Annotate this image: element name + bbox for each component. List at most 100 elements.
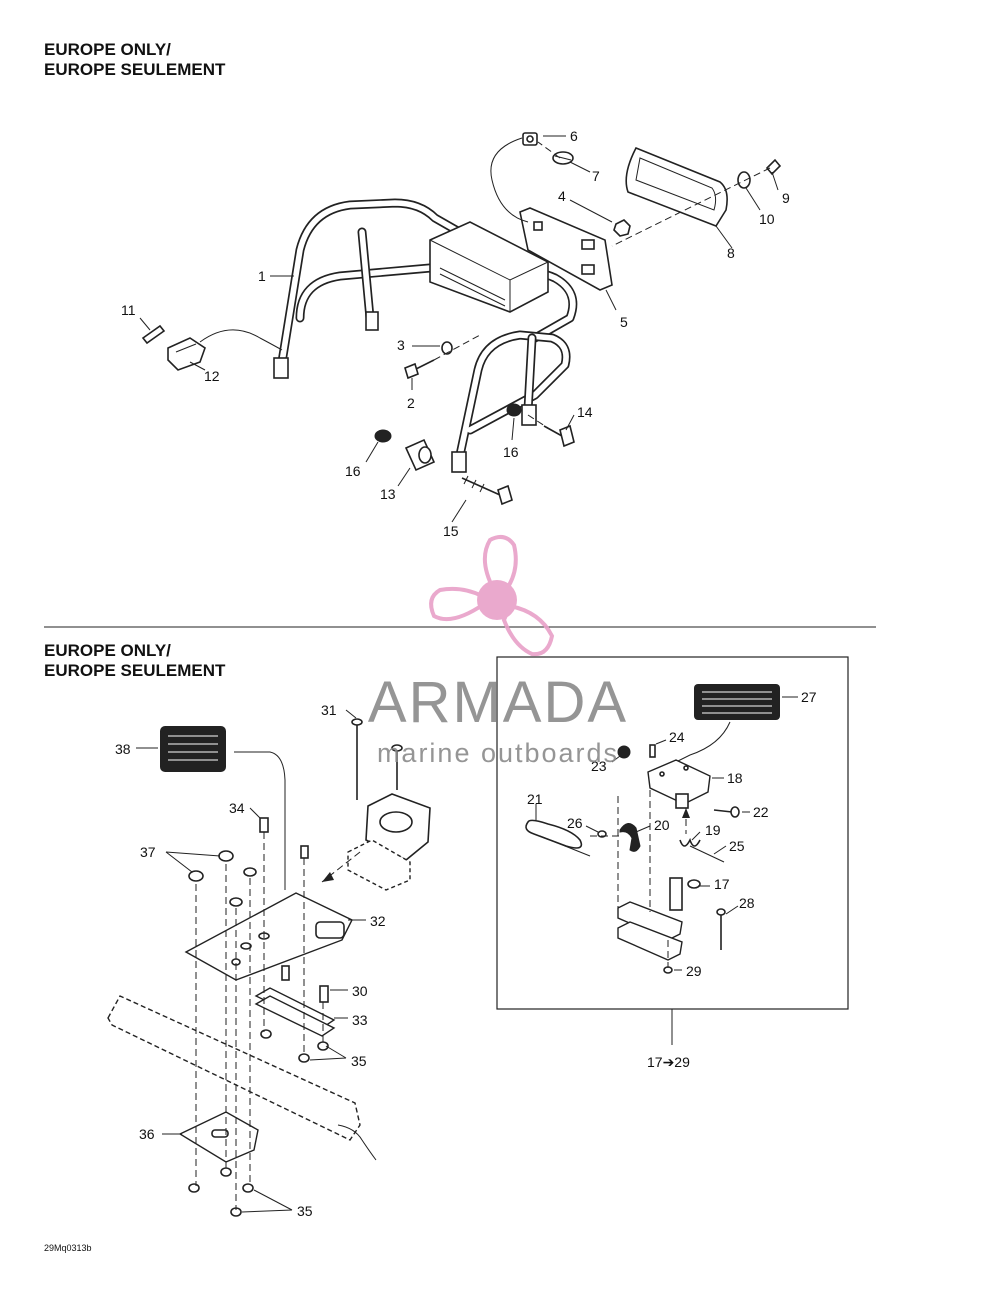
callout-8: 8 (727, 245, 735, 261)
callout-32: 32 (370, 913, 386, 929)
callout-3: 3 (397, 337, 405, 353)
switch-housing (347, 718, 431, 891)
callout-15: 15 (443, 523, 459, 539)
callout-14: 14 (577, 404, 593, 420)
washer-10 (737, 171, 751, 189)
pin-25 (689, 845, 725, 863)
callout-20: 20 (654, 817, 670, 833)
bracket-slot-3 (533, 221, 543, 231)
pin-11 (141, 324, 166, 345)
callout-18: 18 (727, 770, 743, 786)
nut-4 (613, 219, 631, 237)
callout-29: 29 (686, 963, 702, 979)
callout-2: 2 (407, 395, 415, 411)
washer-3 (441, 341, 453, 355)
bolt-15 (461, 475, 513, 506)
heading-bottom-line1: EUROPE ONLY/ (44, 641, 171, 660)
top-leaders (139, 135, 779, 523)
frame-foot-right (521, 404, 537, 426)
nut-23 (617, 745, 631, 759)
callout-1: 1 (258, 268, 266, 284)
callout-11: 11 (121, 302, 136, 318)
heading-top: EUROPE ONLY/ EUROPE SEULEMENT (44, 40, 225, 80)
spring-19 (679, 837, 701, 847)
callout-37: 37 (140, 844, 156, 860)
rivet-37 (188, 850, 257, 907)
switch-clip-20 (619, 823, 641, 852)
switch-plate-18 (647, 759, 711, 809)
callout-7: 7 (592, 168, 600, 184)
callout-27: 27 (801, 689, 817, 705)
spacer-13 (404, 438, 436, 472)
callout-26: 26 (567, 815, 583, 831)
callout-38: 38 (115, 741, 131, 757)
callout-25: 25 (729, 838, 745, 854)
callout-16-right: 16 (503, 444, 519, 460)
callout-31: 31 (321, 702, 337, 718)
heading-top-line2: EUROPE SEULEMENT (44, 60, 226, 79)
callout-34: 34 (229, 800, 245, 816)
light-box (429, 221, 549, 313)
spacer-30 (319, 985, 329, 1003)
propeller-logo-icon (429, 534, 555, 657)
callout-16-left: 16 (345, 463, 361, 479)
strap-33 (254, 987, 336, 1037)
switch-bracket-17 (617, 877, 701, 961)
wire-harness (199, 329, 283, 351)
callout-6: 6 (570, 128, 578, 144)
callout-10: 10 (759, 211, 775, 227)
kit-parts (525, 684, 780, 974)
bushing-16-right (506, 403, 522, 417)
screw-34 (259, 817, 269, 833)
heading-bottom: EUROPE ONLY/ EUROPE SEULEMENT (44, 641, 225, 681)
callout-30: 30 (352, 983, 368, 999)
callout-17: 17 (714, 876, 730, 892)
bushing-16-left (374, 429, 392, 443)
main-plate (184, 892, 353, 981)
heading-bottom-line2: EUROPE SEULEMENT (44, 661, 226, 680)
callout-24: 24 (669, 729, 685, 745)
callout-28: 28 (739, 895, 755, 911)
warning-label-38 (160, 726, 226, 772)
top-assembly (141, 132, 782, 506)
frame-foot-mid (365, 311, 379, 331)
wire-to-socket (490, 137, 529, 223)
bulb-socket (522, 132, 538, 146)
assembly-axes (195, 832, 361, 1210)
callout-23: 23 (591, 758, 607, 774)
bolt-2 (404, 359, 435, 380)
callout-range-17-29: 17➔29 (647, 1054, 690, 1070)
mounting-tray (107, 995, 361, 1141)
mounting-bracket (519, 207, 613, 291)
bottom-left-leaders (136, 709, 366, 1213)
callout-19: 19 (705, 822, 721, 838)
bottom-right-leaders (535, 696, 798, 971)
figure-code: 29Mq0313b (44, 1243, 92, 1253)
watermark: ARMADA marine outboards (368, 534, 628, 768)
heading-top-line1: EUROPE ONLY/ (44, 40, 171, 59)
bolt-14 (543, 424, 575, 448)
spacer-30b (281, 965, 290, 981)
watermark-tagline: marine outboards (377, 738, 619, 768)
callout-4: 4 (558, 188, 566, 204)
frame-foot-left (273, 357, 289, 379)
watermark-brand: ARMADA (368, 670, 628, 735)
stud-top (300, 845, 309, 859)
screw-9 (765, 158, 782, 176)
callout-35-upper: 35 (351, 1053, 367, 1069)
callout-9: 9 (782, 190, 790, 206)
bracket-slot-1 (581, 239, 595, 250)
callout-labels: 1 2 3 4 5 6 7 8 9 10 11 12 13 14 15 16 1… (115, 128, 817, 1219)
connector-12 (167, 337, 206, 371)
bottom-left-assembly (107, 718, 431, 1217)
bracket-slot-2 (581, 264, 595, 275)
callout-13: 13 (380, 486, 396, 502)
lanyard-clip-21 (525, 819, 583, 849)
callout-22: 22 (753, 804, 769, 820)
callout-35-lower: 35 (297, 1203, 313, 1219)
pin-28 (716, 908, 726, 950)
screw-22 (713, 806, 740, 818)
callout-33: 33 (352, 1012, 368, 1028)
warning-label-27 (694, 684, 780, 720)
